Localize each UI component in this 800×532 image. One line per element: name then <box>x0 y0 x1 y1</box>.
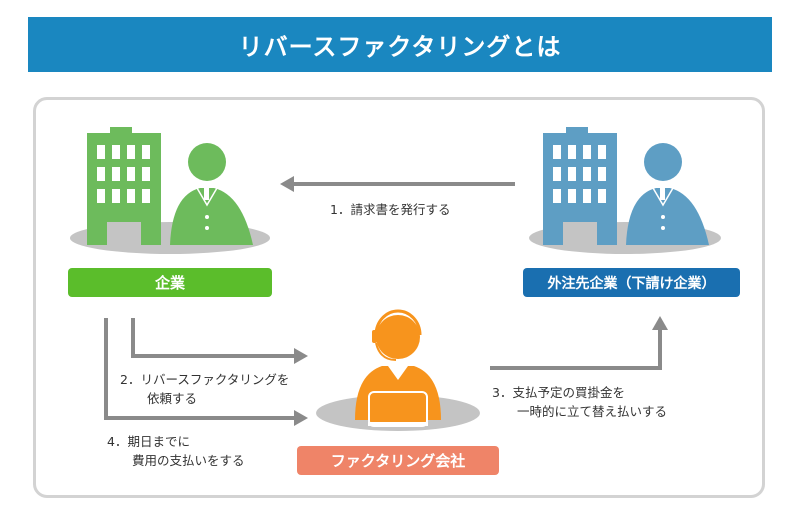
arrowhead-icon <box>652 316 668 330</box>
factoring-company-label: ファクタリング会社 <box>297 446 499 475</box>
person-icon <box>626 143 709 245</box>
supplier-illustration <box>529 127 721 254</box>
diagram-frame <box>33 97 765 498</box>
company-illustration <box>70 127 270 254</box>
step-2-line-1: 2．リバースファクタリングを <box>120 372 290 387</box>
arrow-step-4 <box>104 318 298 420</box>
page-title: リバースファクタリングとは <box>28 17 772 72</box>
arrow-step-2 <box>131 318 298 358</box>
step-3-line-2: 一時的に立て替え払いする <box>517 404 668 419</box>
step-4-line-1: 4．期日までに <box>107 434 190 449</box>
step-1-text: 1．請求書を発行する <box>330 202 451 217</box>
step-2-line-2: 依頼する <box>147 391 198 406</box>
arrowhead-icon <box>294 410 308 426</box>
step-4-line-2: 費用の支払いをする <box>132 453 245 468</box>
arrow-step-3 <box>490 328 662 370</box>
laptop-icon <box>368 391 428 427</box>
step-3-line-1: 3．支払予定の買掛金を <box>492 385 625 400</box>
person-icon <box>170 143 253 245</box>
headset-icon <box>374 309 422 336</box>
supplier-label: 外注先企業（下請け企業） <box>523 268 740 297</box>
arrowhead-icon <box>294 348 308 364</box>
arrows <box>104 182 662 420</box>
company-label: 企業 <box>68 268 272 297</box>
operator-illustration <box>316 309 480 431</box>
arrowhead-icon <box>280 176 294 192</box>
